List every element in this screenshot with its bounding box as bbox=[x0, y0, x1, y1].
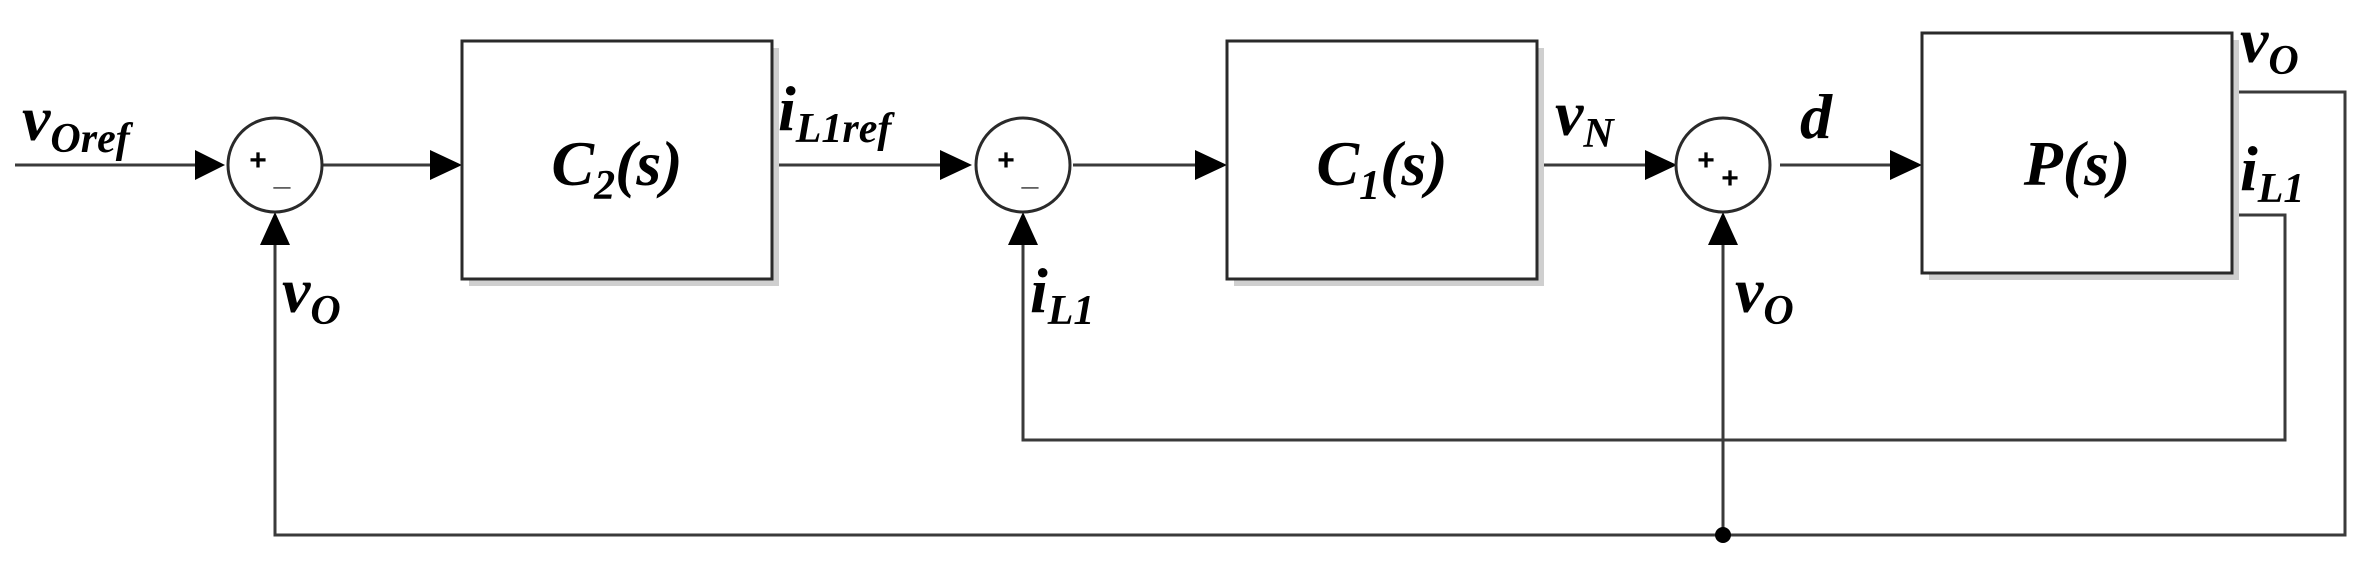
arrowhead-to-c2 bbox=[430, 150, 462, 180]
block-c1-sub: 1 bbox=[1359, 163, 1380, 209]
arrowhead-to-sum1 bbox=[195, 150, 225, 180]
block-plant-arg: (s) bbox=[2063, 128, 2131, 199]
signal-il1-output-label: iL1 bbox=[2240, 133, 2304, 212]
arrowhead-to-plant bbox=[1890, 150, 1922, 180]
sum1-plus-sign: + bbox=[249, 144, 267, 177]
block-c2-name: C bbox=[551, 128, 595, 199]
sum3-plus-sign-top: + bbox=[1697, 144, 1715, 177]
block-c1-arg: (s) bbox=[1380, 128, 1448, 199]
block-c2-sub: 2 bbox=[593, 163, 615, 209]
junction-dot bbox=[1715, 527, 1731, 543]
signal-il1-ref-label: iL1ref bbox=[778, 73, 895, 152]
svg-text:C1(s): C1(s) bbox=[1316, 128, 1447, 209]
block-c1-name: C bbox=[1316, 128, 1360, 199]
svg-text:P(s): P(s) bbox=[2023, 128, 2131, 199]
block-plant: P(s) bbox=[1920, 31, 2239, 280]
arrowhead-to-sum2 bbox=[940, 150, 972, 180]
summing-junction-1: + _ bbox=[226, 116, 324, 214]
sum1-minus-sign: _ bbox=[273, 159, 291, 192]
signal-il1-feedback-label: iL1 bbox=[1030, 255, 1094, 334]
block-plant-name: P bbox=[2023, 128, 2064, 199]
signal-wires bbox=[15, 90, 2347, 537]
summing-junction-2: + _ bbox=[974, 116, 1072, 214]
block-c1: C1(s) bbox=[1225, 39, 1544, 286]
arrowheads bbox=[195, 150, 1922, 245]
signal-vo-ref-label: vOref bbox=[22, 83, 134, 162]
summing-junction-3: + + bbox=[1674, 116, 1772, 214]
signal-vo-output-label: vO bbox=[2240, 5, 2299, 84]
arrowhead-il1-feedback-sum2 bbox=[1008, 212, 1038, 245]
arrowhead-vo-feedback-sum3 bbox=[1708, 212, 1738, 245]
block-c2: C2(s) bbox=[460, 39, 779, 286]
arrowhead-to-c1 bbox=[1195, 150, 1227, 180]
sum2-minus-sign: _ bbox=[1021, 159, 1039, 192]
block-c2-arg: (s) bbox=[615, 128, 683, 199]
sum2-plus-sign: + bbox=[997, 144, 1015, 177]
sum3-plus-sign-bottom: + bbox=[1721, 162, 1739, 195]
signal-vn-label: vN bbox=[1555, 78, 1615, 157]
arrowhead-vo-feedback-sum1 bbox=[260, 212, 290, 245]
signal-d-label: d bbox=[1800, 81, 1833, 152]
signal-vo-feedback-1-label: vO bbox=[282, 255, 341, 334]
signal-vo-feedback-2-label: vO bbox=[1735, 255, 1794, 334]
arrowhead-to-sum3 bbox=[1645, 150, 1677, 180]
svg-text:C2(s): C2(s) bbox=[551, 128, 682, 209]
